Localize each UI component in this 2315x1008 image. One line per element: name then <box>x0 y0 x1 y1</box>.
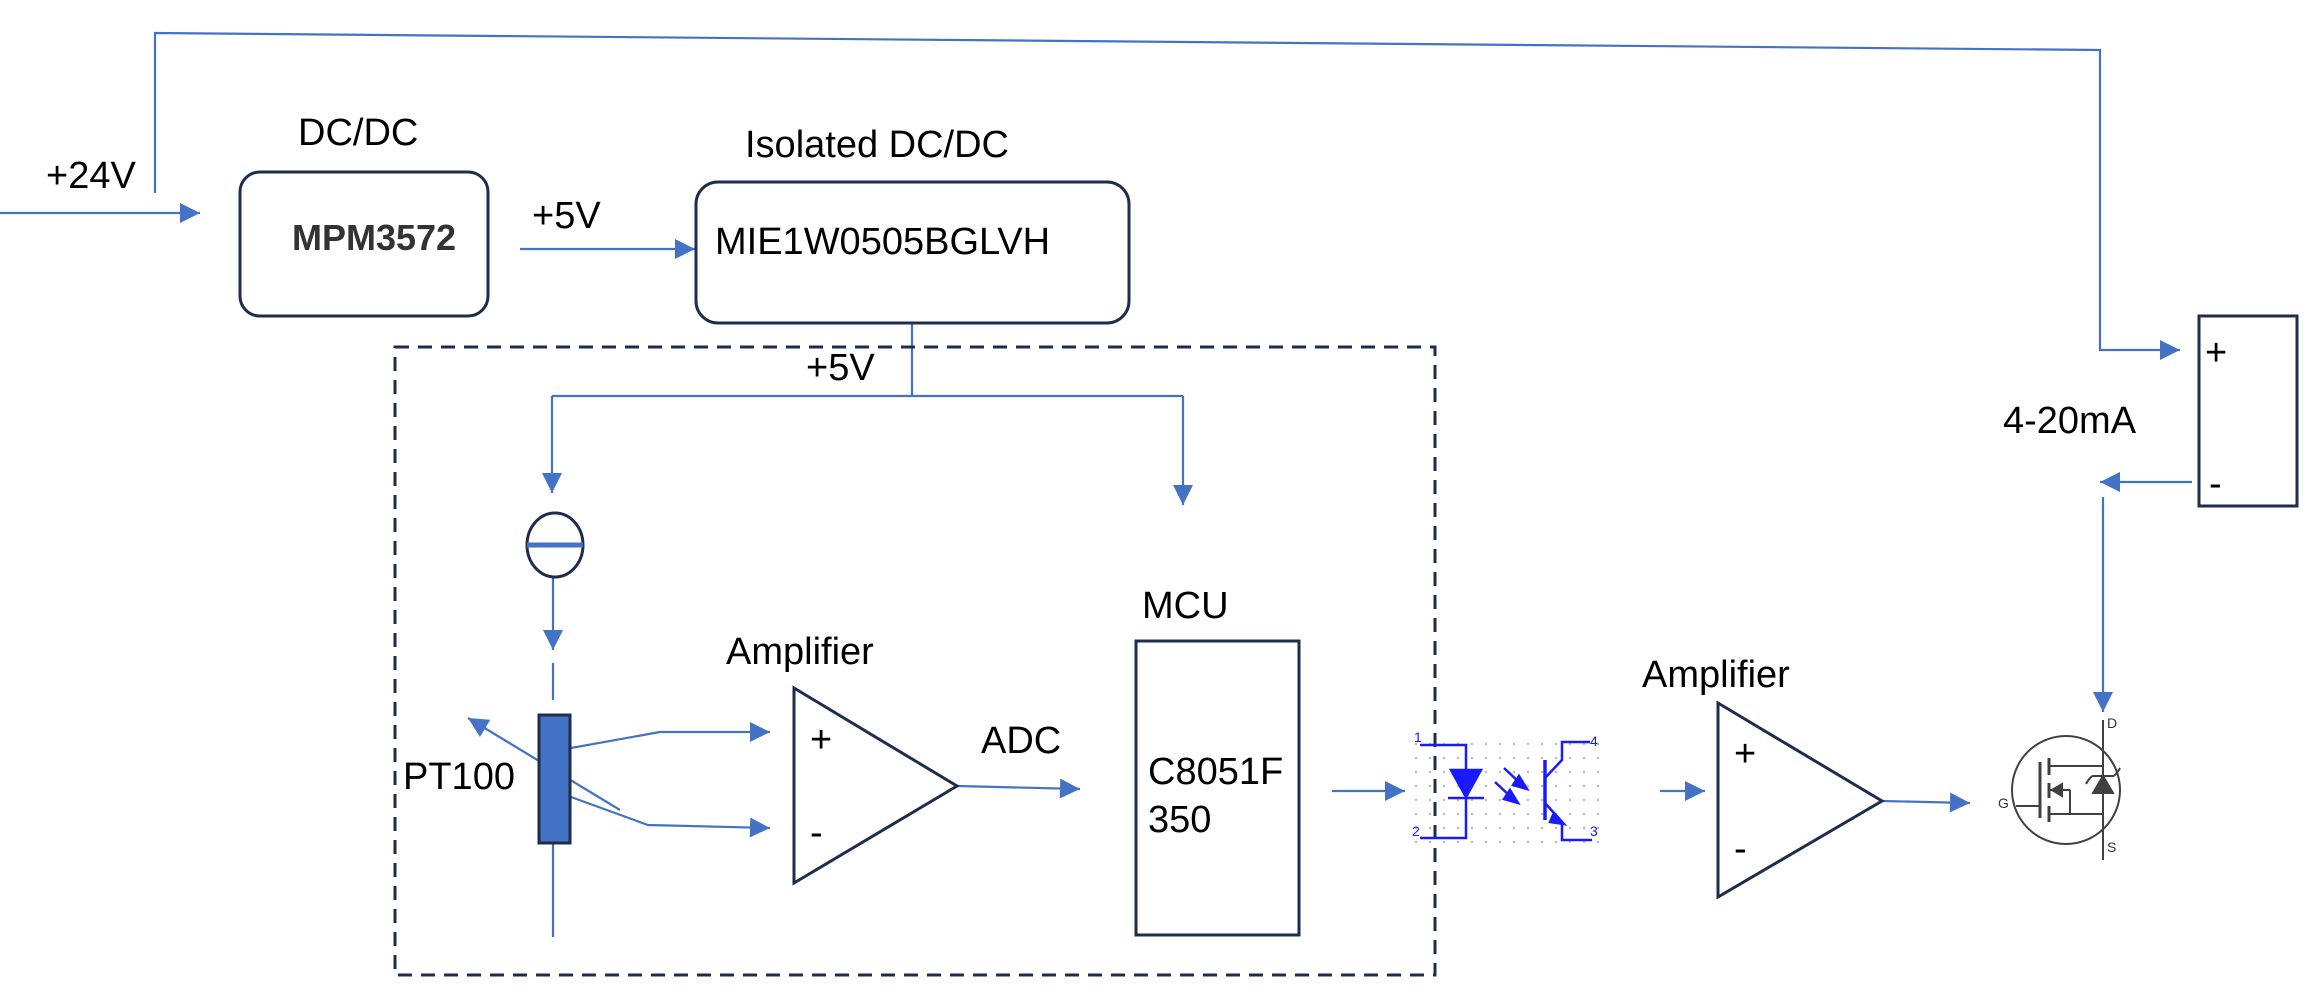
amp1-title: Amplifier <box>726 631 874 673</box>
opto-pin-3: 3 <box>1590 823 1598 839</box>
mcu-part-line2: 350 <box>1148 799 1211 841</box>
isolated-dcdc-block <box>694 180 1131 325</box>
mosfet-gate-label: G <box>1998 795 2009 811</box>
amp1-triangle <box>792 685 960 886</box>
wires <box>0 31 2192 937</box>
opto-pin-1: 1 <box>1414 729 1422 745</box>
wire-rtd-to-plus <box>570 722 770 750</box>
mosfet: D G S <box>1998 715 2121 860</box>
mosfet-drain-label: D <box>2107 715 2117 731</box>
rail-5v-a-label: +5V <box>532 195 601 237</box>
isolated-dcdc-title: Isolated DC/DC <box>745 124 1009 166</box>
output-minus: - <box>2209 463 2222 505</box>
adc-label: ADC <box>981 720 1061 762</box>
output-label: 4-20mA <box>2003 400 2137 442</box>
wire-adc <box>956 778 1081 799</box>
supply-label: +24V <box>46 155 136 197</box>
dcdc-title: DC/DC <box>298 112 418 154</box>
optocoupler: 1 2 3 4 <box>1408 729 1606 845</box>
mcu-block <box>1134 639 1301 937</box>
mosfet-source-label: S <box>2107 839 2116 855</box>
wire-rtd-to-minus <box>570 795 771 838</box>
amp1-minus: - <box>810 812 823 854</box>
mcu-title: MCU <box>1142 585 1229 627</box>
output-terminal <box>2197 314 2299 508</box>
dcdc-part: MPM3572 <box>292 217 456 258</box>
opto-pin-2: 2 <box>1412 823 1420 839</box>
wire-amp2-to-mosfet <box>1881 792 1971 813</box>
amp2-minus: - <box>1734 828 1747 870</box>
output-plus: + <box>2205 332 2227 374</box>
isolated-dcdc-part: MIE1W0505BGLVH <box>715 221 1050 263</box>
mcu-part-line1: C8051F <box>1148 751 1283 793</box>
current-source <box>525 511 585 579</box>
amp2-plus: + <box>1734 733 1756 775</box>
rail-5v-b-label: +5V <box>806 347 875 389</box>
amp1-plus: + <box>810 719 832 761</box>
pt100-resistor <box>537 713 572 845</box>
opto-pin-4: 4 <box>1590 733 1598 749</box>
dcdc-block <box>238 170 490 318</box>
pt100-label: PT100 <box>403 756 515 798</box>
wire-24v-top <box>153 31 2180 360</box>
amp2-triangle <box>1716 700 1885 900</box>
amp2-title: Amplifier <box>1642 654 1790 696</box>
isolation-boundary <box>393 345 1437 977</box>
